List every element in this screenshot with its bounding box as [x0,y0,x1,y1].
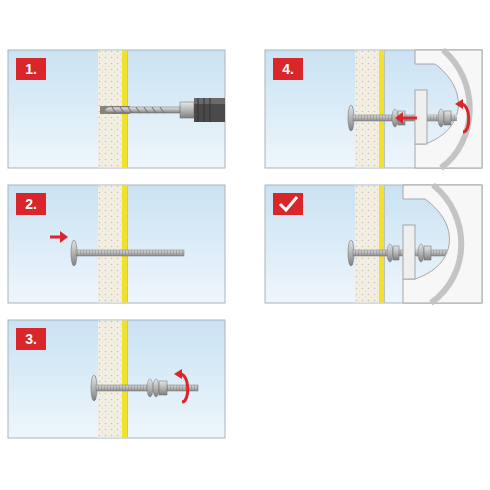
step-number: 1. [16,58,46,80]
check-mark [280,197,297,210]
step-number: 4. [273,58,303,80]
step-number: 3. [16,328,46,350]
step-number: 2. [16,193,46,215]
